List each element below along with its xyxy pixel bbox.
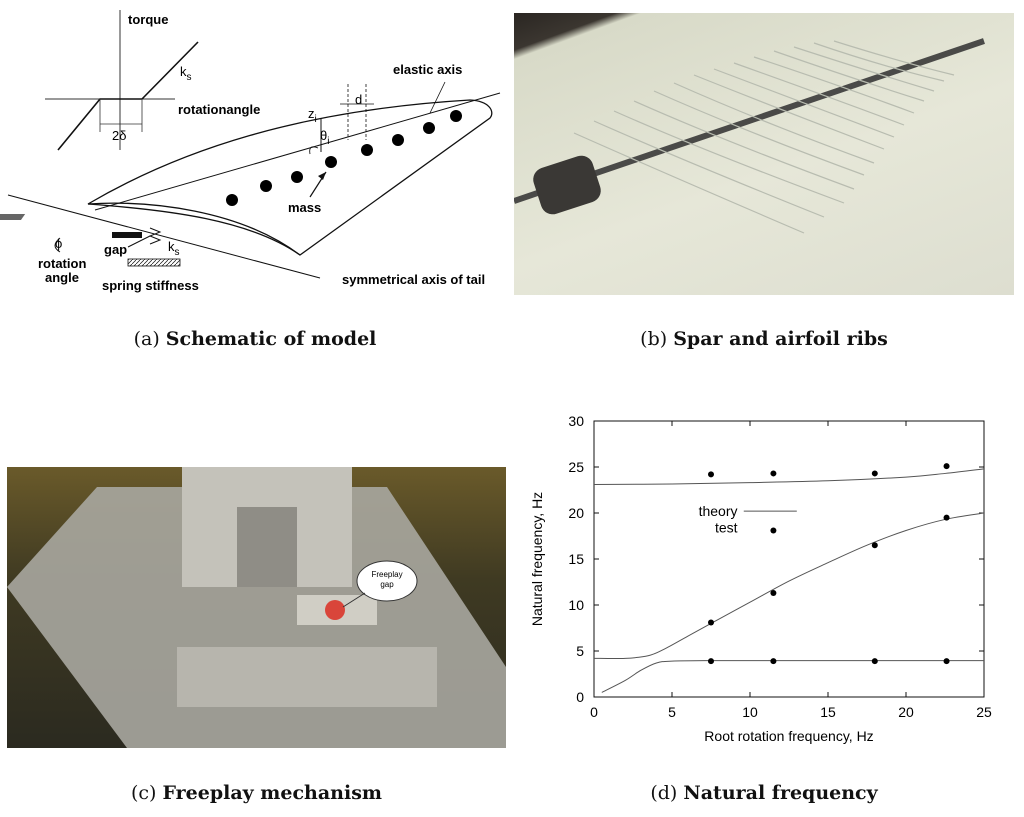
gap-bar [112, 232, 142, 238]
y-tick-label: 20 [568, 505, 584, 521]
root-hub [533, 155, 601, 215]
test-point [708, 658, 714, 665]
x-axis-label: Root rotation frequency, Hz [704, 728, 873, 744]
spar-and-ribs-illustration [514, 38, 985, 234]
legend-theory-label: theory [699, 503, 738, 519]
y-tick-label: 30 [568, 413, 584, 429]
test-point [943, 658, 950, 665]
spring-icon [148, 227, 162, 245]
rotation-label: rotation [38, 256, 86, 271]
gap-marker [325, 600, 345, 620]
freeplay-callout [356, 560, 418, 602]
caption-b: (b) Spar and airfoil ribs [640, 328, 888, 350]
x-tick-label: 0 [590, 704, 598, 720]
panel-d-chart: 0 5 10 15 20 25 0 5 10 15 20 25 30 Root rotation fre… [514, 405, 1014, 755]
y-tick-label: 5 [576, 643, 584, 659]
svg-text:zi: zi [308, 106, 317, 125]
test-point [871, 542, 878, 549]
mass-label: mass [288, 200, 321, 215]
torque-label: torque [128, 12, 168, 27]
x-tick-label: 10 [742, 704, 758, 720]
test-point [943, 463, 950, 470]
svg-text:θi: θi [320, 128, 329, 147]
test-point [770, 590, 777, 597]
test-point [770, 658, 777, 665]
mass-points [226, 110, 462, 206]
y-tick-label: 15 [568, 551, 584, 567]
svg-text:ks: ks [180, 64, 192, 83]
airfoil-ribs [573, 40, 955, 234]
svg-text:gap: gap [380, 580, 394, 589]
test-point [943, 514, 950, 521]
test-point [708, 619, 714, 626]
elastic-axis-label: elastic axis [393, 62, 462, 77]
test-point [708, 471, 714, 478]
y-tick-label: 10 [568, 597, 584, 613]
caption-d: (d) Natural frequency [650, 782, 878, 804]
freeplay-mechanism-illustration: Freeplay gap [7, 467, 506, 748]
plot-frame [593, 420, 985, 698]
elastic-axis-line [94, 92, 501, 211]
y-tick-label: 25 [568, 459, 584, 475]
y-axis-label: Natural frequency, Hz [529, 492, 545, 626]
panel-c-photo: Freeplay gap [7, 467, 506, 748]
legend-test-label: test [715, 519, 738, 535]
x-tick-label: 5 [668, 704, 676, 720]
y-tick-label: 0 [576, 689, 584, 705]
panel-a-schematic: torque ks rotationangle 2δ elastic axis … [0, 0, 510, 300]
caption-c: (c) Freeplay mechanism [130, 782, 383, 804]
theory-curve [601, 660, 984, 693]
panel-b-photo [514, 13, 1014, 295]
x-tick-label: 20 [898, 704, 914, 720]
phi-label: ϕ [55, 236, 62, 251]
two-delta-label: 2δ [112, 128, 126, 143]
caption-a: (a) Schematic of model [133, 328, 377, 350]
x-tick-label: 25 [976, 704, 992, 720]
spring-stiffness-label: spring stiffness [102, 278, 199, 293]
svg-text:ks: ks [168, 239, 180, 258]
symmetrical-axis-label: symmetrical axis of tail [342, 272, 485, 287]
symmetrical-axis-line [7, 194, 321, 279]
base-plate [177, 647, 437, 707]
x-tick-label: 15 [820, 704, 836, 720]
torque-curve [57, 41, 199, 151]
tail-airfoil [87, 99, 493, 256]
natural-frequency-chart: 0 5 10 15 20 25 0 5 10 15 20 25 30 Root rotation fre… [529, 413, 992, 744]
theory-curve [593, 468, 985, 485]
angle-label: angle [45, 270, 79, 285]
test-point [871, 470, 878, 477]
theory-curve [593, 512, 985, 660]
test-point [871, 658, 878, 665]
test-point [770, 470, 777, 477]
schematic-diagram: torque ks rotationangle 2δ elastic axis … [0, 10, 501, 293]
rotation-angle-label: rotationangle [178, 102, 260, 117]
gap-label: gap [104, 242, 127, 257]
d-label: d [355, 92, 362, 107]
test-point [770, 527, 777, 534]
spring-base [127, 258, 181, 267]
svg-text:Freeplay: Freeplay [371, 570, 402, 579]
